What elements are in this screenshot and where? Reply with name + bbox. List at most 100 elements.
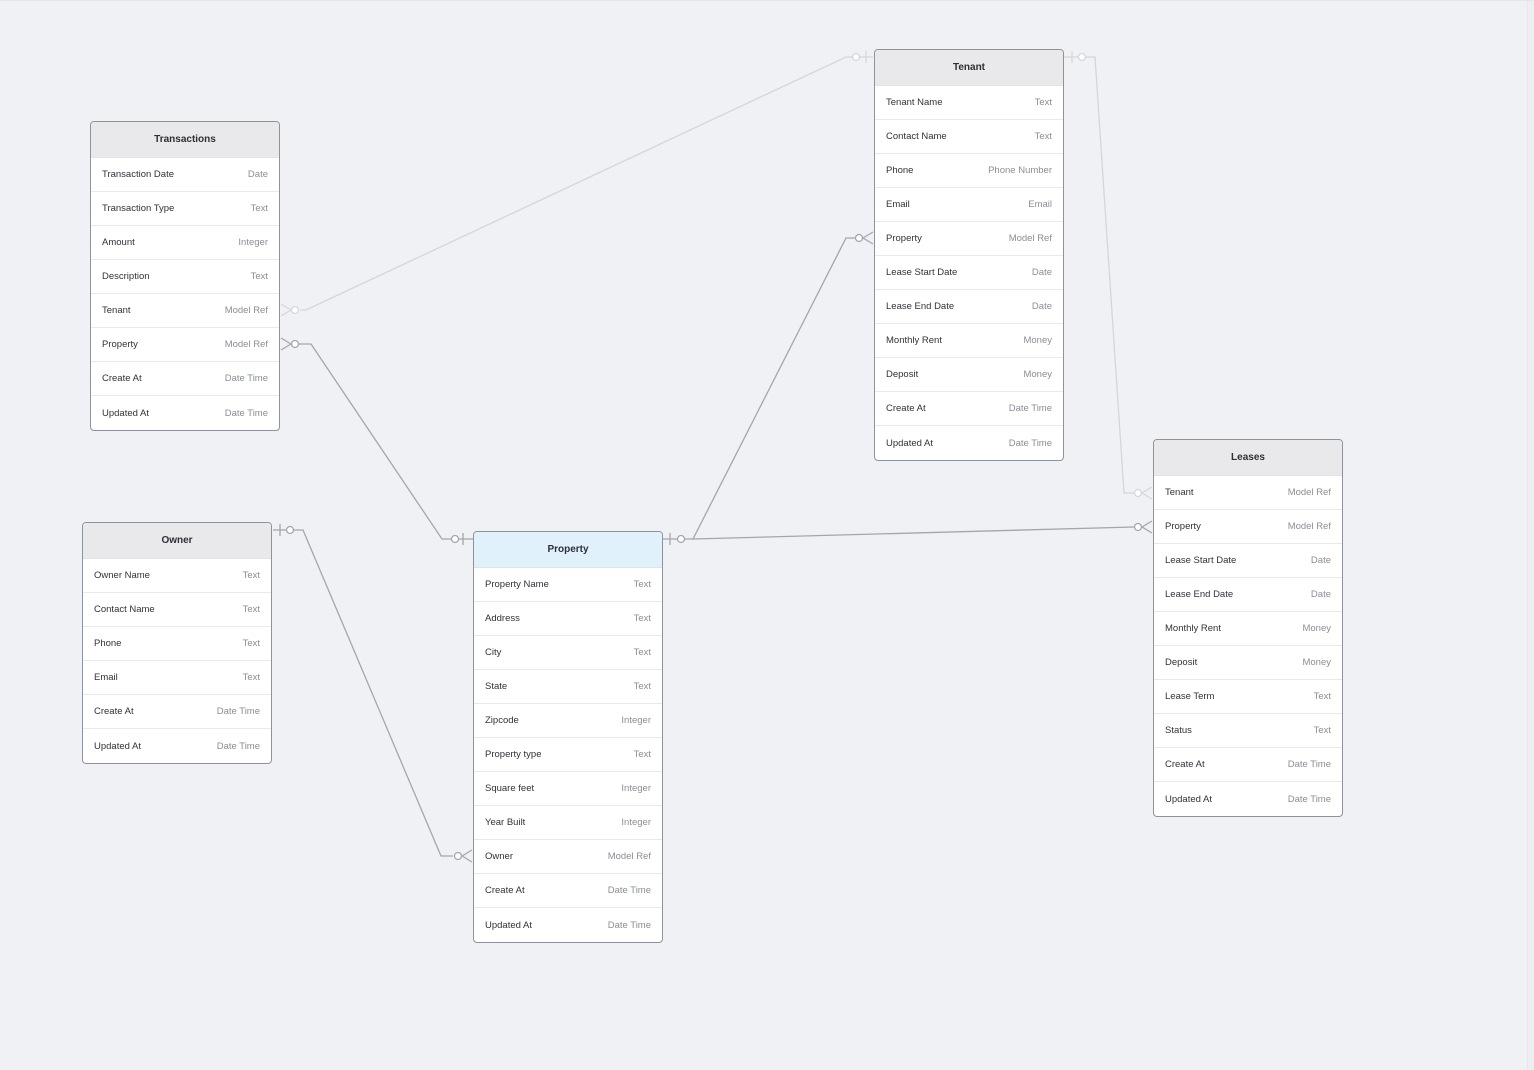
field-type: Integer [621,715,651,726]
connector-tenant-transactions[interactable] [280,51,873,317]
connector-property-leases[interactable] [692,520,1153,540]
field-row[interactable]: Property Model Ref [875,222,1063,256]
field-row[interactable]: Contact Name Text [875,120,1063,154]
field-type: Date Time [607,919,651,931]
field-row[interactable]: Status Text [1154,714,1342,748]
field-type: Date Time [1008,437,1052,449]
field-type: Text [250,271,268,282]
field-name: Property [102,339,138,350]
field-type: Text [1313,691,1331,702]
field-type: Text [633,749,651,760]
field-type: Date Time [216,706,260,717]
field-name: Property [886,233,922,244]
field-type: Model Ref [1008,233,1052,244]
connector-property-tenant[interactable] [663,231,874,545]
field-row[interactable]: Lease Term Text [1154,680,1342,714]
field-name: Status [1165,725,1192,736]
field-name: Updated At [485,919,533,931]
connector-property-transactions[interactable] [280,337,473,545]
entity-title[interactable]: Tenant [875,50,1063,86]
field-type: Model Ref [224,339,268,350]
field-row[interactable]: Updated At Date Time [474,908,662,942]
field-type: Text [633,613,651,624]
field-name: Tenant [102,305,131,316]
field-name: Lease End Date [886,301,955,312]
field-row[interactable]: Property Model Ref [91,328,279,362]
field-type: Date Time [1287,759,1331,770]
field-type: Text [250,203,268,214]
canvas-scrollbar[interactable] [1527,1,1534,1070]
field-name: Deposit [1165,657,1198,668]
field-type: Integer [621,817,651,828]
field-name: Contact Name [886,131,947,142]
field-type: Text [1313,725,1331,736]
entity-title[interactable]: Transactions [91,122,279,158]
field-type: Phone Number [988,165,1052,176]
field-type: Date [1031,267,1052,278]
entity-title[interactable]: Owner [83,523,271,559]
entity-title[interactable]: Leases [1154,440,1342,476]
field-name: Lease End Date [1165,589,1234,600]
field-type: Text [633,579,651,590]
field-type: Date Time [224,407,268,419]
entity-title[interactable]: Property [474,532,662,568]
field-type: Text [1034,131,1052,142]
field-name: Updated At [1165,793,1213,805]
connector-tenant-leases[interactable] [1064,51,1153,500]
field-name: Lease Term [1165,691,1215,702]
connector-owner-property[interactable] [273,524,473,863]
field-name: State [485,681,508,692]
field-name: Tenant Name [886,97,943,108]
field-type: Date [1310,555,1331,566]
field-name: Contact Name [94,604,155,615]
field-name: Lease Start Date [1165,555,1237,566]
field-row[interactable]: Lease Start Date Date [1154,544,1342,578]
